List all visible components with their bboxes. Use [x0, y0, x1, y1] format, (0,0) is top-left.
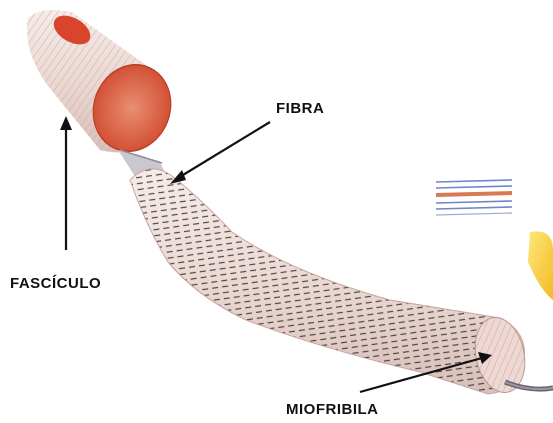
fibra-arrow	[170, 122, 270, 184]
label-fibra: FIBRA	[276, 100, 324, 117]
yellow-glow-shape	[528, 231, 553, 300]
label-miofribila: MIOFRIBILA	[286, 401, 379, 418]
fascicle-cylinder	[27, 10, 183, 163]
myofilament-inset	[434, 176, 514, 220]
fasciculo-arrow	[60, 116, 72, 250]
label-fasciculo: FASCÍCULO	[10, 275, 101, 292]
